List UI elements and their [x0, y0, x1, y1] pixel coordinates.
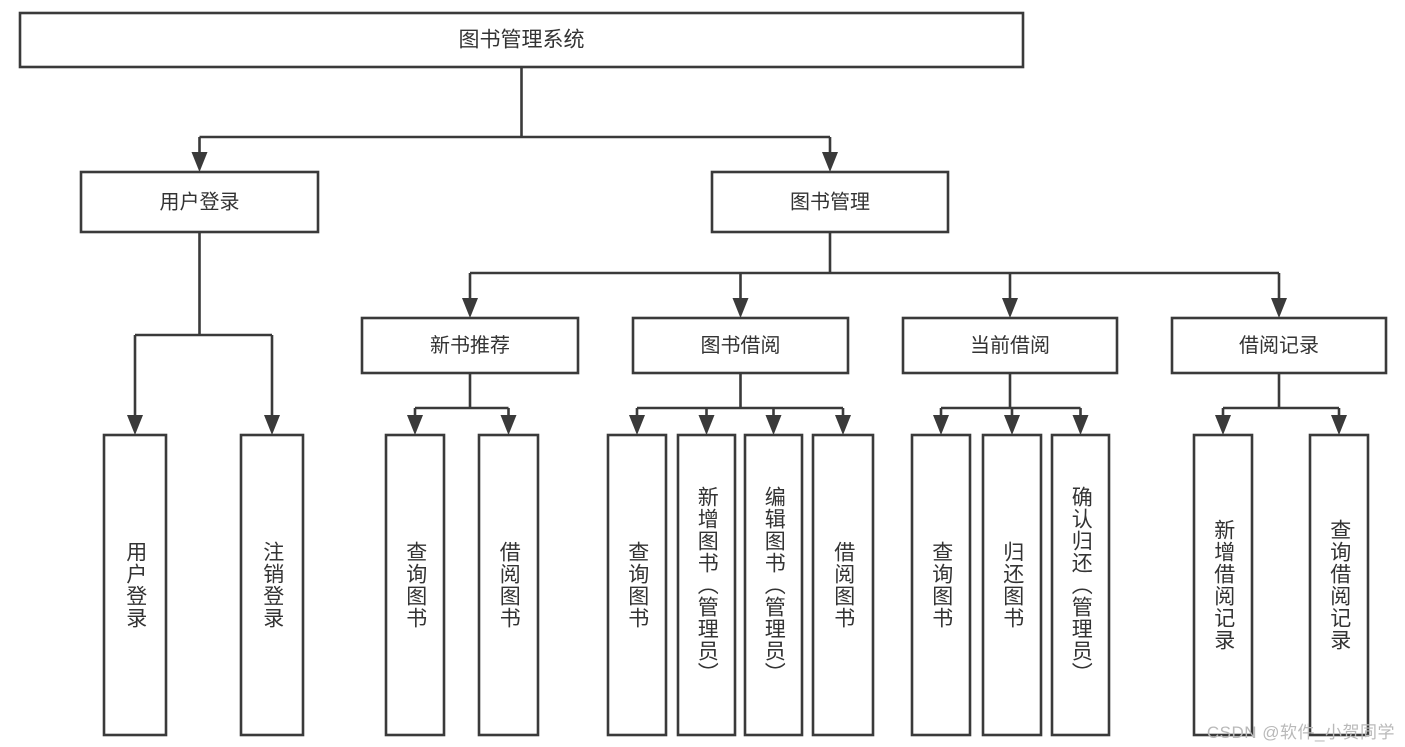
arrow-head-icon	[264, 415, 280, 435]
node-box-book-borrow[interactable]	[631, 316, 850, 375]
node-box-leaf-user-login[interactable]	[102, 433, 168, 737]
node-box-leaf-add-book[interactable]	[676, 433, 737, 737]
node-box-leaf-confirm-return[interactable]	[1050, 433, 1111, 737]
arrow-head-icon	[732, 298, 749, 318]
arrow-head-icon	[765, 415, 782, 435]
node-box-leaf-add-record[interactable]	[1192, 433, 1254, 737]
arrow-head-icon	[629, 415, 645, 435]
arrow-head-icon	[933, 415, 949, 435]
node-box-leaf-query-book-2[interactable]	[606, 433, 668, 737]
node-label-book-manage: 图书管理	[790, 190, 870, 213]
arrow-head-icon	[462, 298, 478, 318]
node-box-borrow-record[interactable]	[1170, 316, 1388, 375]
node-label-book-borrow: 图书借阅	[701, 334, 781, 357]
arrow-head-icon	[407, 415, 423, 435]
node-box-leaf-borrow-book-1[interactable]	[477, 433, 540, 737]
node-box-leaf-query-record[interactable]	[1308, 433, 1370, 737]
arrow-head-icon	[500, 415, 517, 435]
node-label-current-borrow: 当前借阅	[970, 334, 1050, 357]
node-label-root: 图书管理系统	[459, 29, 585, 52]
arrow-head-icon	[822, 152, 838, 172]
node-box-new-book-rec[interactable]	[360, 316, 580, 375]
arrow-head-icon	[1271, 298, 1287, 318]
arrow-head-icon	[1331, 415, 1347, 435]
arrow-head-icon	[698, 415, 715, 435]
arrow-head-icon	[191, 152, 208, 172]
connector-layer	[127, 67, 1347, 435]
node-box-current-borrow[interactable]	[901, 316, 1119, 375]
node-box-leaf-logout[interactable]	[239, 433, 305, 737]
node-box-leaf-borrow-book-2[interactable]	[811, 433, 875, 737]
node-box-leaf-query-book-1[interactable]	[384, 433, 446, 737]
node-box-layer	[18, 11, 1388, 737]
watermark-text: CSDN @软件_小贺同学	[1206, 723, 1395, 742]
node-box-root[interactable]	[18, 11, 1025, 69]
node-box-leaf-edit-book[interactable]	[743, 433, 804, 737]
node-label-user-login: 用户登录	[160, 190, 240, 213]
arrow-head-icon	[1215, 415, 1231, 435]
node-label-borrow-record: 借阅记录	[1239, 334, 1319, 357]
node-box-user-login[interactable]	[79, 170, 320, 234]
node-label-new-book-rec: 新书推荐	[430, 334, 510, 357]
arrow-head-icon	[127, 415, 143, 435]
node-box-book-manage[interactable]	[710, 170, 950, 234]
node-box-leaf-query-book-3[interactable]	[910, 433, 972, 737]
arrow-head-icon	[1004, 415, 1020, 435]
arrow-head-icon	[1072, 415, 1089, 435]
arrow-head-icon	[835, 415, 851, 435]
arrow-head-icon	[1002, 298, 1018, 318]
node-box-leaf-return-book[interactable]	[981, 433, 1043, 737]
